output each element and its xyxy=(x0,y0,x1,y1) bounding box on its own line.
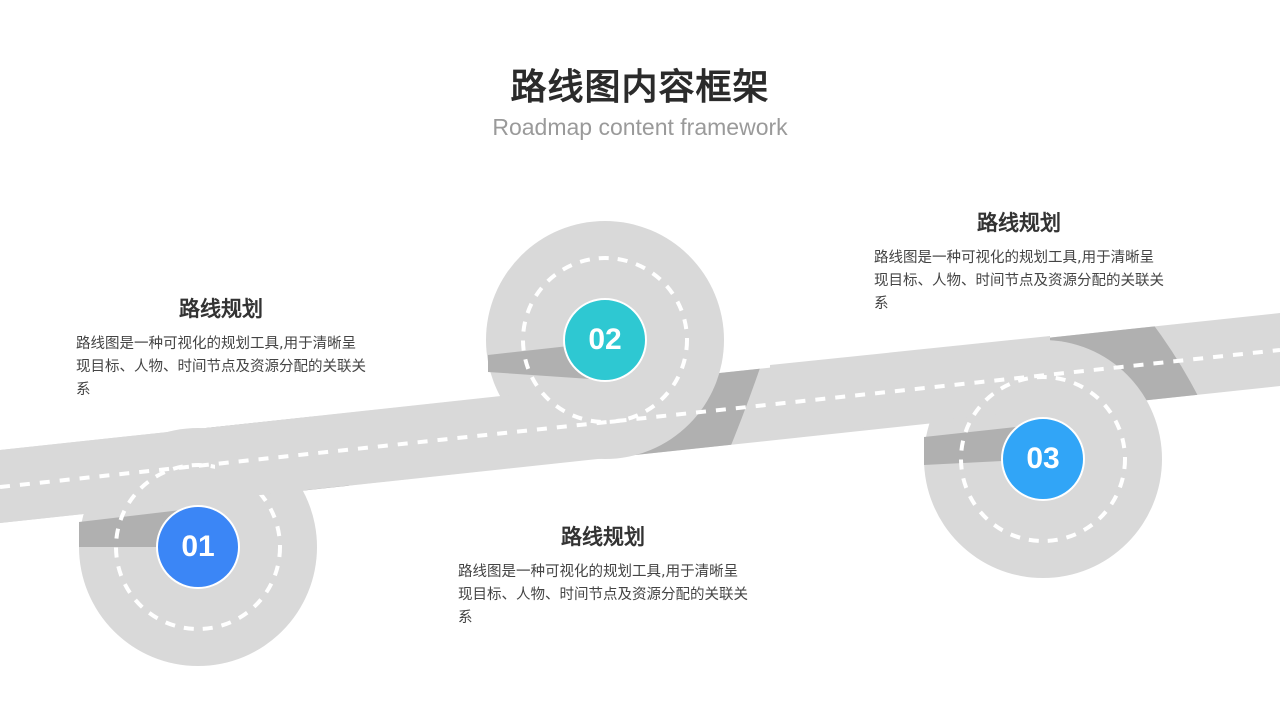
step-description: 路线图是一种可视化的规划工具,用于清晰呈现目标、人物、时间节点及资源分配的关联关… xyxy=(458,564,748,626)
step-text-03: 路线规划 路线图是一种可视化的规划工具,用于清晰呈现目标、人物、时间节点及资源分… xyxy=(874,207,1164,316)
step-badge-01: 01 xyxy=(156,505,240,589)
step-description: 路线图是一种可视化的规划工具,用于清晰呈现目标、人物、时间节点及资源分配的关联关… xyxy=(76,336,366,398)
step-heading: 路线规划 xyxy=(561,525,645,549)
step-number: 03 xyxy=(1026,442,1060,475)
step-heading: 路线规划 xyxy=(179,297,263,321)
step-text-02: 路线规划 路线图是一种可视化的规划工具,用于清晰呈现目标、人物、时间节点及资源分… xyxy=(458,521,748,630)
page-subtitle: Roadmap content framework xyxy=(492,114,788,140)
step-number: 01 xyxy=(181,530,215,563)
step-description: 路线图是一种可视化的规划工具,用于清晰呈现目标、人物、时间节点及资源分配的关联关… xyxy=(874,250,1164,312)
lane-marking xyxy=(0,348,1280,489)
page-title: 路线图内容框架 xyxy=(510,67,770,108)
loop-3 xyxy=(770,336,1162,578)
step-badge-03: 03 xyxy=(1001,417,1085,501)
step-heading: 路线规划 xyxy=(977,211,1061,235)
step-number: 02 xyxy=(588,323,622,356)
step-badge-02: 02 xyxy=(563,298,647,382)
step-text-01: 路线规划 路线图是一种可视化的规划工具,用于清晰呈现目标、人物、时间节点及资源分… xyxy=(76,293,366,402)
